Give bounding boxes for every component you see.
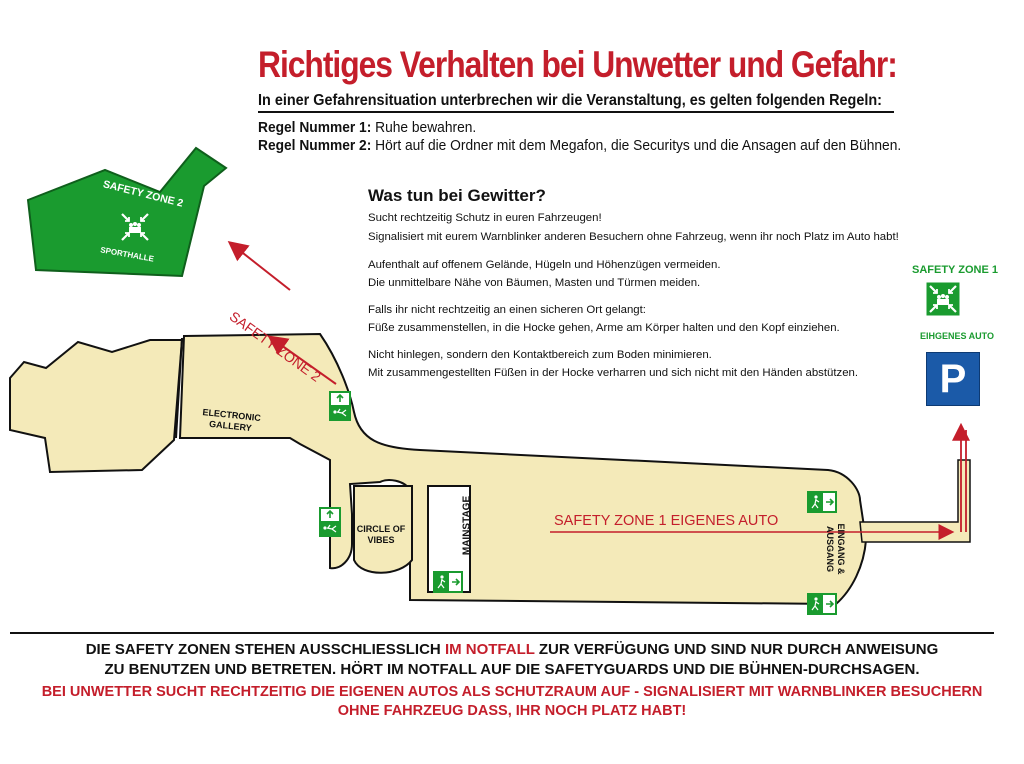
- safety-zone-1-sub: EIHGENES AUTO: [920, 331, 995, 341]
- circle-of-vibes: [353, 485, 413, 574]
- gewitter-title: Was tun bei Gewitter?: [368, 186, 546, 205]
- footer-line-4: OHNE FAHRZEUG DASS, IHR NOCH PLATZ HABT!: [337, 703, 687, 719]
- gewitter-line: Mit zusammengestellten Füßen in der Hock…: [368, 367, 859, 379]
- footer-line-2: ZU BENUTZEN UND BETRETEN. HÖRT IM NOTFAL…: [104, 661, 920, 678]
- parking-sign: P: [926, 352, 980, 406]
- left-building: [9, 339, 184, 474]
- exit-path: [859, 459, 971, 543]
- footer-notfall: IM NOTFALL: [444, 641, 535, 658]
- exit-sign-icon: [433, 571, 463, 593]
- page-subtitle: In einer Gefahrensituation unterbrechen …: [258, 92, 882, 109]
- page-title: Richtiges Verhalten bei Unwetter und Gef…: [258, 44, 898, 85]
- rule-1-text: Ruhe bewahren.: [375, 120, 477, 136]
- gewitter-line: Die unmittelbare Nähe von Bäumen, Masten…: [368, 277, 701, 289]
- gewitter-line: Falls ihr nicht rechtzeitig an einen sic…: [368, 304, 646, 316]
- gewitter-line: Nicht hinlegen, sondern den Kontaktberei…: [368, 349, 712, 361]
- entrance-exit-label: EINGANG & AUSGANG: [825, 523, 846, 575]
- gewitter-line: Füße zusammenstellen, in die Hocke gehen…: [368, 322, 840, 334]
- rule-2: Regel Nummer 2: Hört auf die Ordner mit …: [258, 138, 901, 154]
- exit-sign-icon: [319, 507, 341, 537]
- assembly-point-icon: [116, 208, 154, 246]
- gewitter-line: Sucht rechtzeitig Schutz in euren Fahrze…: [368, 212, 602, 224]
- footer-line-1: DIE SAFETY ZONEN STEHEN AUSSCHLIESSLICH …: [0, 641, 1024, 658]
- assembly-point-icon: [924, 280, 962, 318]
- rule-1-label: Regel Nummer 1:: [258, 120, 372, 136]
- footer-line-3: BEI UNWETTER SUCHT RECHTZEITIG DIE EIGEN…: [41, 684, 983, 700]
- mainstage-cut: [427, 485, 471, 593]
- exit-sign-icon: [329, 391, 351, 421]
- circle-of-vibes-label: CIRCLE OF VIBES: [356, 524, 406, 545]
- festival-area: [178, 332, 868, 606]
- subtitle-underline: [258, 111, 894, 113]
- rule-2-label: Regel Nummer 2:: [258, 138, 372, 154]
- footer-line-1b: ZUR VERFÜGUNG UND SIND NUR DURCH ANWEISU…: [534, 641, 939, 658]
- rule-2-text: Hört auf die Ordner mit dem Megafon, die…: [375, 138, 902, 154]
- footer-divider: [10, 632, 994, 634]
- rule-1: Regel Nummer 1: Ruhe bewahren.: [258, 120, 476, 136]
- exit-sign-icon: [807, 593, 837, 615]
- safety-zone-1-title: SAFETY ZONE 1: [912, 264, 998, 276]
- gewitter-line: Signalisiert mit eurem Warnblinker ander…: [368, 231, 899, 243]
- exit-sign-icon: [807, 491, 837, 513]
- safety-zone-1-route-label: SAFETY ZONE 1 EIGENES AUTO: [554, 513, 779, 529]
- mainstage-label: MAINSTAGE: [461, 495, 473, 556]
- footer-line-1a: DIE SAFETY ZONEN STEHEN AUSSCHLIESSLICH: [85, 641, 445, 658]
- gewitter-line: Aufenthalt auf offenem Gelände, Hügeln u…: [368, 259, 721, 271]
